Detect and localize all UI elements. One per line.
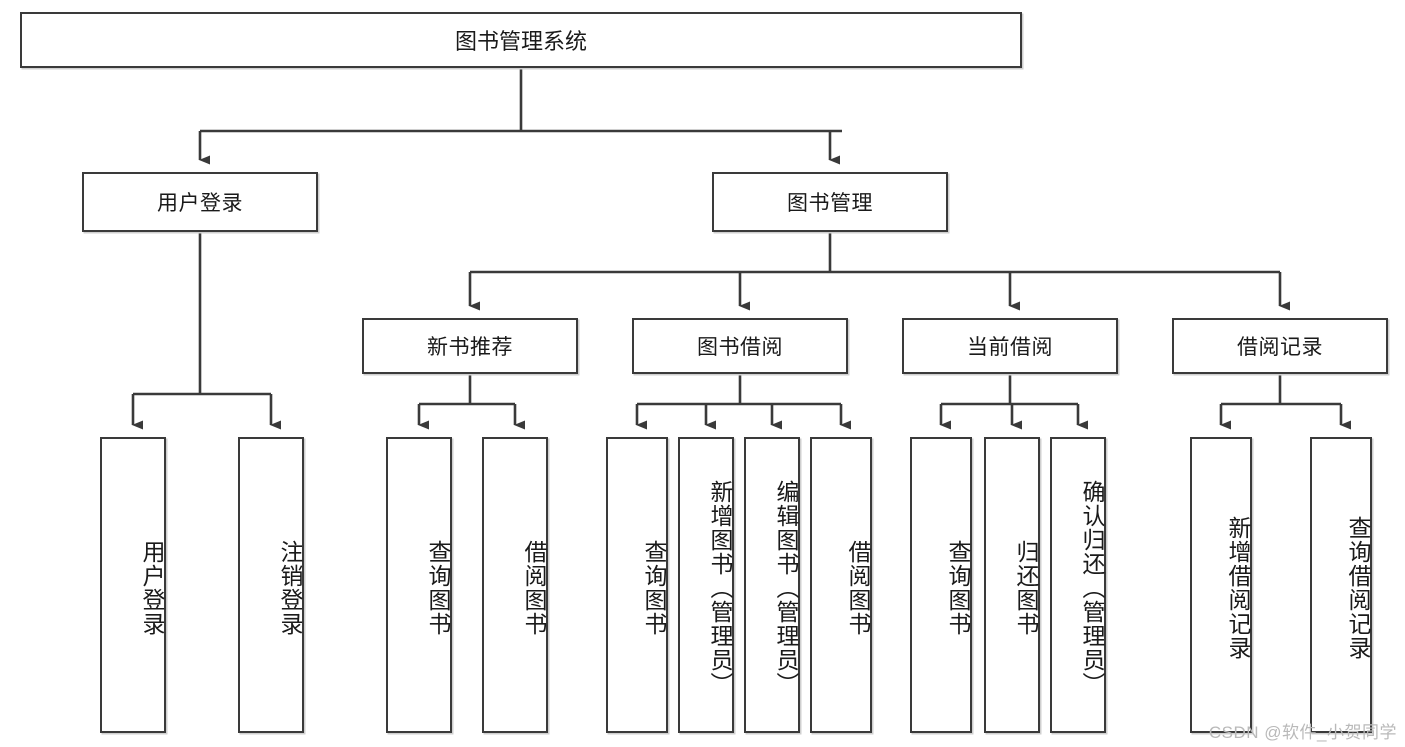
leaf-query-book-newbook-label: 查询图书 (425, 540, 451, 636)
node-user-login[interactable]: 用户登录 (82, 172, 318, 232)
node-book-management-label: 图书管理 (787, 192, 873, 215)
leaf-query-book-newbook[interactable]: 查询图书 (386, 437, 452, 733)
leaf-add-borrow-record-label: 新增借阅记录 (1225, 516, 1251, 660)
leaf-user-login[interactable]: 用户登录 (100, 437, 166, 733)
leaf-query-borrow-record-label: 查询借阅记录 (1345, 516, 1371, 660)
leaf-borrow-book-newbook[interactable]: 借阅图书 (482, 437, 548, 733)
leaf-edit-book-admin[interactable]: 编辑图书（管理员） (744, 437, 800, 733)
leaf-return-book-label: 归还图书 (1013, 540, 1039, 636)
node-book-management[interactable]: 图书管理 (712, 172, 948, 232)
leaf-logout-label: 注销登录 (277, 540, 303, 636)
leaf-query-book-current-label: 查询图书 (945, 540, 971, 636)
leaf-confirm-return-admin[interactable]: 确认归还（管理员） (1050, 437, 1106, 733)
leaf-borrow-book-newbook-label: 借阅图书 (521, 540, 547, 636)
node-borrow-record-label: 借阅记录 (1237, 336, 1323, 359)
leaf-query-book-current[interactable]: 查询图书 (910, 437, 972, 733)
node-current-borrow[interactable]: 当前借阅 (902, 318, 1118, 374)
leaf-edit-book-admin-label: 编辑图书（管理员） (773, 480, 799, 696)
leaf-add-borrow-record[interactable]: 新增借阅记录 (1190, 437, 1252, 733)
leaf-return-book[interactable]: 归还图书 (984, 437, 1040, 733)
leaf-query-book-label: 查询图书 (641, 540, 667, 636)
node-root-label: 图书管理系统 (454, 29, 587, 54)
leaf-user-login-label: 用户登录 (139, 540, 165, 636)
leaf-query-book[interactable]: 查询图书 (606, 437, 668, 733)
node-user-login-label: 用户登录 (157, 192, 243, 215)
leaf-confirm-return-admin-label: 确认归还（管理员） (1079, 480, 1105, 696)
node-borrow-record[interactable]: 借阅记录 (1172, 318, 1388, 374)
node-root[interactable]: 图书管理系统 (20, 12, 1022, 68)
csdn-watermark: CSDN @软件_小贺同学 (1208, 723, 1397, 742)
leaf-borrow-book[interactable]: 借阅图书 (810, 437, 872, 733)
leaf-logout[interactable]: 注销登录 (238, 437, 304, 733)
leaf-query-borrow-record[interactable]: 查询借阅记录 (1310, 437, 1372, 733)
leaf-add-book-admin-label: 新增图书（管理员） (707, 480, 733, 696)
node-book-borrow[interactable]: 图书借阅 (632, 318, 848, 374)
node-book-borrow-label: 图书借阅 (697, 336, 783, 359)
node-new-book-recommend-label: 新书推荐 (427, 336, 513, 359)
node-new-book-recommend[interactable]: 新书推荐 (362, 318, 578, 374)
leaf-borrow-book-label: 借阅图书 (845, 540, 871, 636)
node-current-borrow-label: 当前借阅 (967, 336, 1053, 359)
leaf-add-book-admin[interactable]: 新增图书（管理员） (678, 437, 734, 733)
